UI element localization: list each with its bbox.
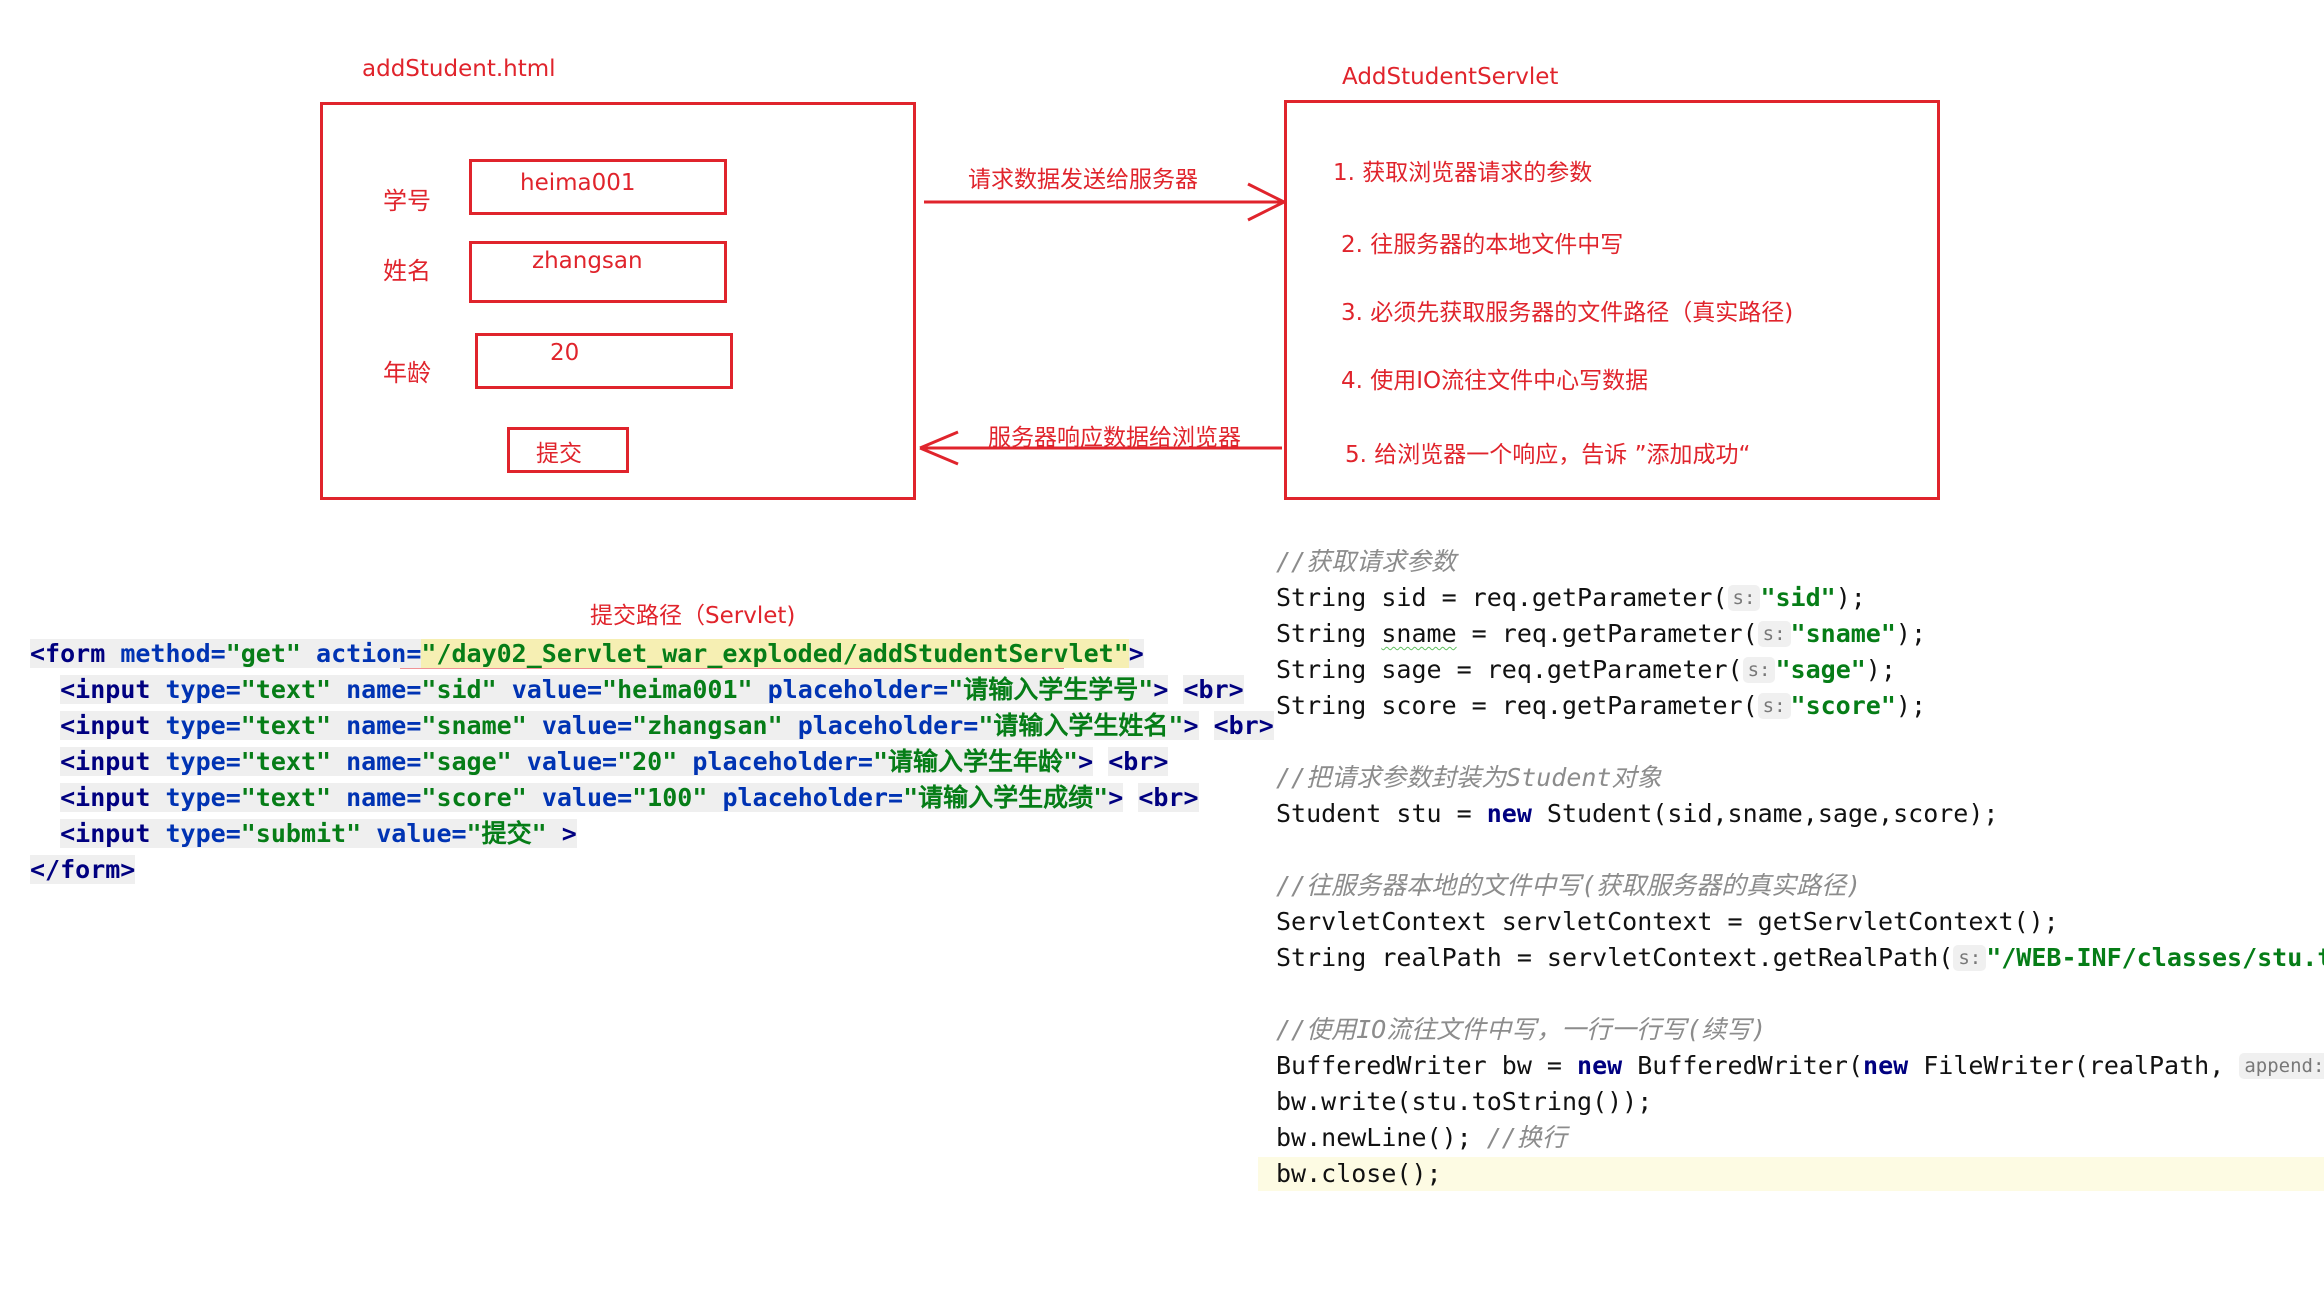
servlet-step-2: 2. 往服务器的本地文件中写	[1341, 232, 1624, 258]
submit-button-label: 提交	[536, 441, 582, 467]
servlet-step-5: 5. 给浏览器一个响应，告诉 ”添加成功“	[1345, 442, 1751, 468]
servlet-box: 1. 获取浏览器请求的参数 2. 往服务器的本地文件中写 3. 必须先获取服务器…	[1284, 100, 1940, 500]
field-label-name: 姓名	[383, 257, 431, 285]
servlet-step-4: 4. 使用IO流往文件中心写数据	[1341, 368, 1649, 394]
java-servlet-code: //获取请求参数 String sid = req.getParameter(s…	[1276, 544, 2324, 1192]
html-page-box: 学号 heima001 姓名 zhangsan 年龄 20 提交	[320, 102, 916, 500]
submit-path-label: 提交路径（Servlet)	[590, 603, 796, 629]
html-form-code: <form method="get" action="/day02_Servle…	[30, 639, 1274, 884]
name-input[interactable]: zhangsan	[469, 241, 727, 303]
id-input[interactable]: heima001	[469, 159, 727, 215]
field-label-age: 年龄	[383, 359, 431, 387]
submit-button[interactable]: 提交	[507, 427, 629, 473]
request-arrow-label: 请求数据发送给服务器	[968, 167, 1198, 193]
age-input-value: 20	[550, 340, 580, 366]
servlet-step-1: 1. 获取浏览器请求的参数	[1333, 160, 1593, 186]
response-arrow	[919, 430, 1282, 466]
response-arrow-label: 服务器响应数据给浏览器	[988, 425, 1241, 451]
id-input-value: heima001	[520, 170, 636, 196]
request-arrow	[924, 182, 1285, 222]
name-input-value: zhangsan	[532, 248, 643, 274]
html-page-title: addStudent.html	[362, 56, 556, 82]
field-label-id: 学号	[383, 187, 431, 215]
servlet-title: AddStudentServlet	[1342, 64, 1559, 90]
servlet-step-3: 3. 必须先获取服务器的文件路径（真实路径)	[1341, 300, 1794, 326]
current-line-highlight	[1258, 1157, 2324, 1191]
age-input[interactable]: 20	[475, 333, 733, 389]
